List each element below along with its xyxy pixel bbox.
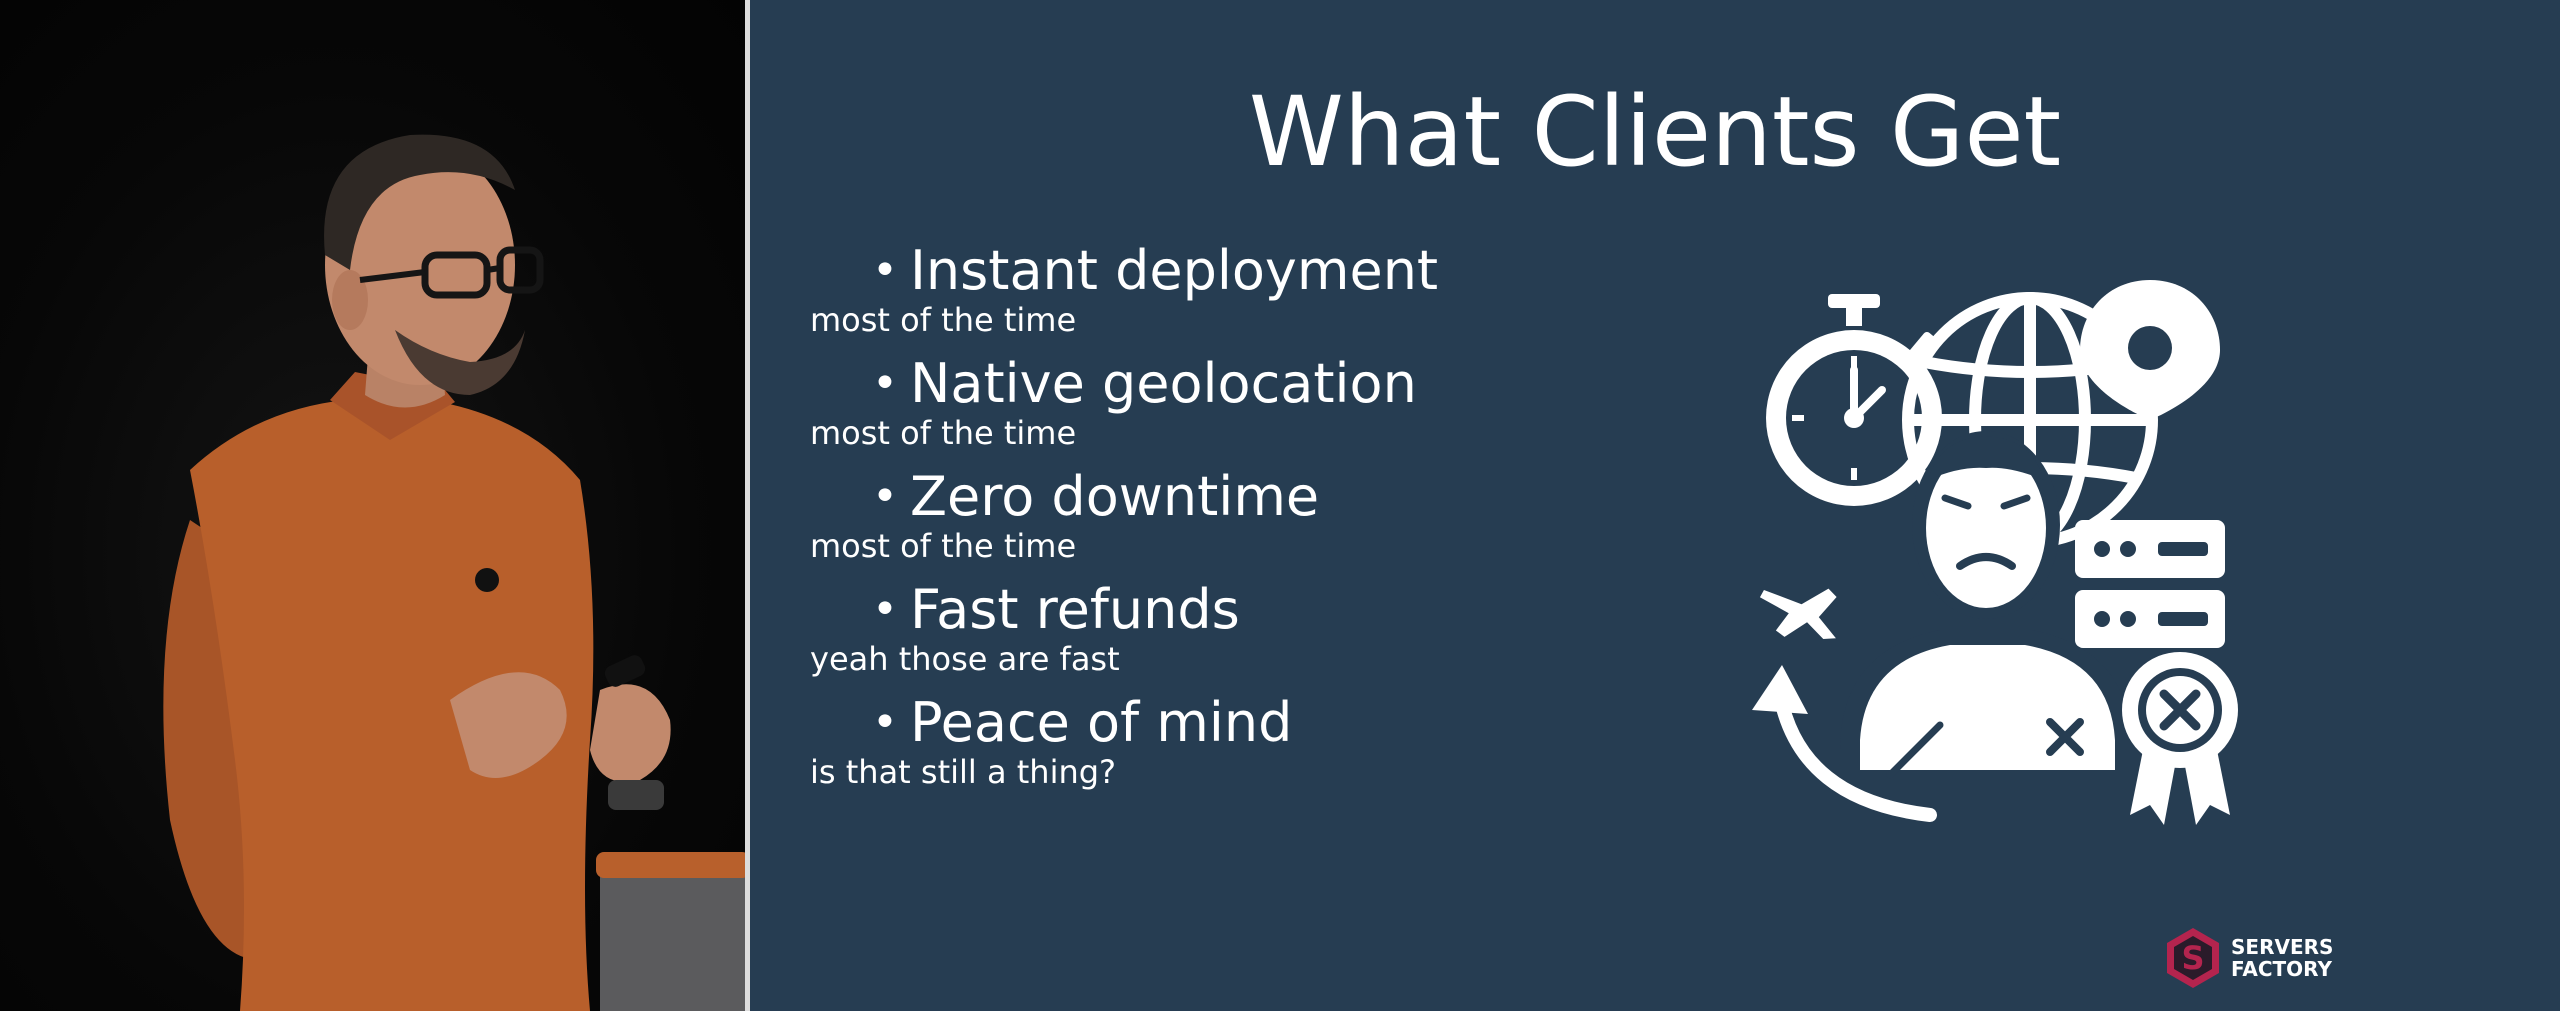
bullet-subtext: most of the time [810,301,1077,339]
bullet-item: •Fast refunds yeah those are fast [810,575,1758,688]
airplane-icon [1759,588,1837,640]
location-pin-icon [2080,280,2220,420]
bullet-subtext: yeah those are fast [810,640,1120,678]
bullet-dot: • [872,358,898,409]
bullet-subtext: is that still a thing? [810,753,1117,791]
bullet-label: Fast refunds [910,578,1240,641]
bullet-label: Zero downtime [910,465,1320,528]
refresh-arrow-icon [1752,665,1937,822]
bullet-list: •Instant deployment most of the time •Na… [810,236,1758,801]
bullet-item: •Instant deployment most of the time [810,236,1758,349]
sad-user-icon [1840,431,2132,785]
server-rack-icon [2075,520,2225,648]
pane-divider [745,0,750,1011]
bullet-label: Native geolocation [910,352,1417,415]
x-badge-icon [2122,652,2238,825]
presentation-slide: What Clients Get •Instant deployment mos… [750,0,2560,1011]
bullet-dot: • [872,697,898,748]
bullet-main-text: •Native geolocation [858,349,1758,419]
bullet-item: •Native geolocation most of the time [810,349,1758,462]
speaker-video-pane [0,0,745,1011]
bullet-dot: • [872,584,898,635]
bullet-label: Instant deployment [910,239,1439,302]
bullet-item: •Zero downtime most of the time [810,462,1758,575]
servers-factory-logo: S SERVERS FACTORY [2165,926,2333,990]
bullet-dot: • [872,245,898,296]
bullet-label: Peace of mind [910,691,1293,754]
bullet-main-text: •Peace of mind [858,688,1758,758]
client-issues-illustration [1752,280,2238,825]
bullet-main-text: •Zero downtime [858,462,1758,532]
bullet-subtext: most of the time [810,414,1077,452]
brand-logo-letter: S [2181,939,2204,977]
brand-hexagon-icon: S [2167,928,2219,988]
brand-line-1: SERVERS [2231,935,2334,959]
stopwatch-icon [1766,294,1942,506]
brand-line-2: FACTORY [2231,957,2332,981]
bullet-subtext: most of the time [810,527,1077,565]
bullet-dot: • [872,471,898,522]
bullet-main-text: •Instant deployment [858,236,1758,306]
speaker-figure [163,134,745,1011]
bullet-item: •Peace of mind is that still a thing? [810,688,1758,801]
bullet-main-text: •Fast refunds [858,575,1758,645]
slide-title: What Clients Get [1248,76,2062,188]
brand-name: SERVERS FACTORY [2231,936,2333,980]
